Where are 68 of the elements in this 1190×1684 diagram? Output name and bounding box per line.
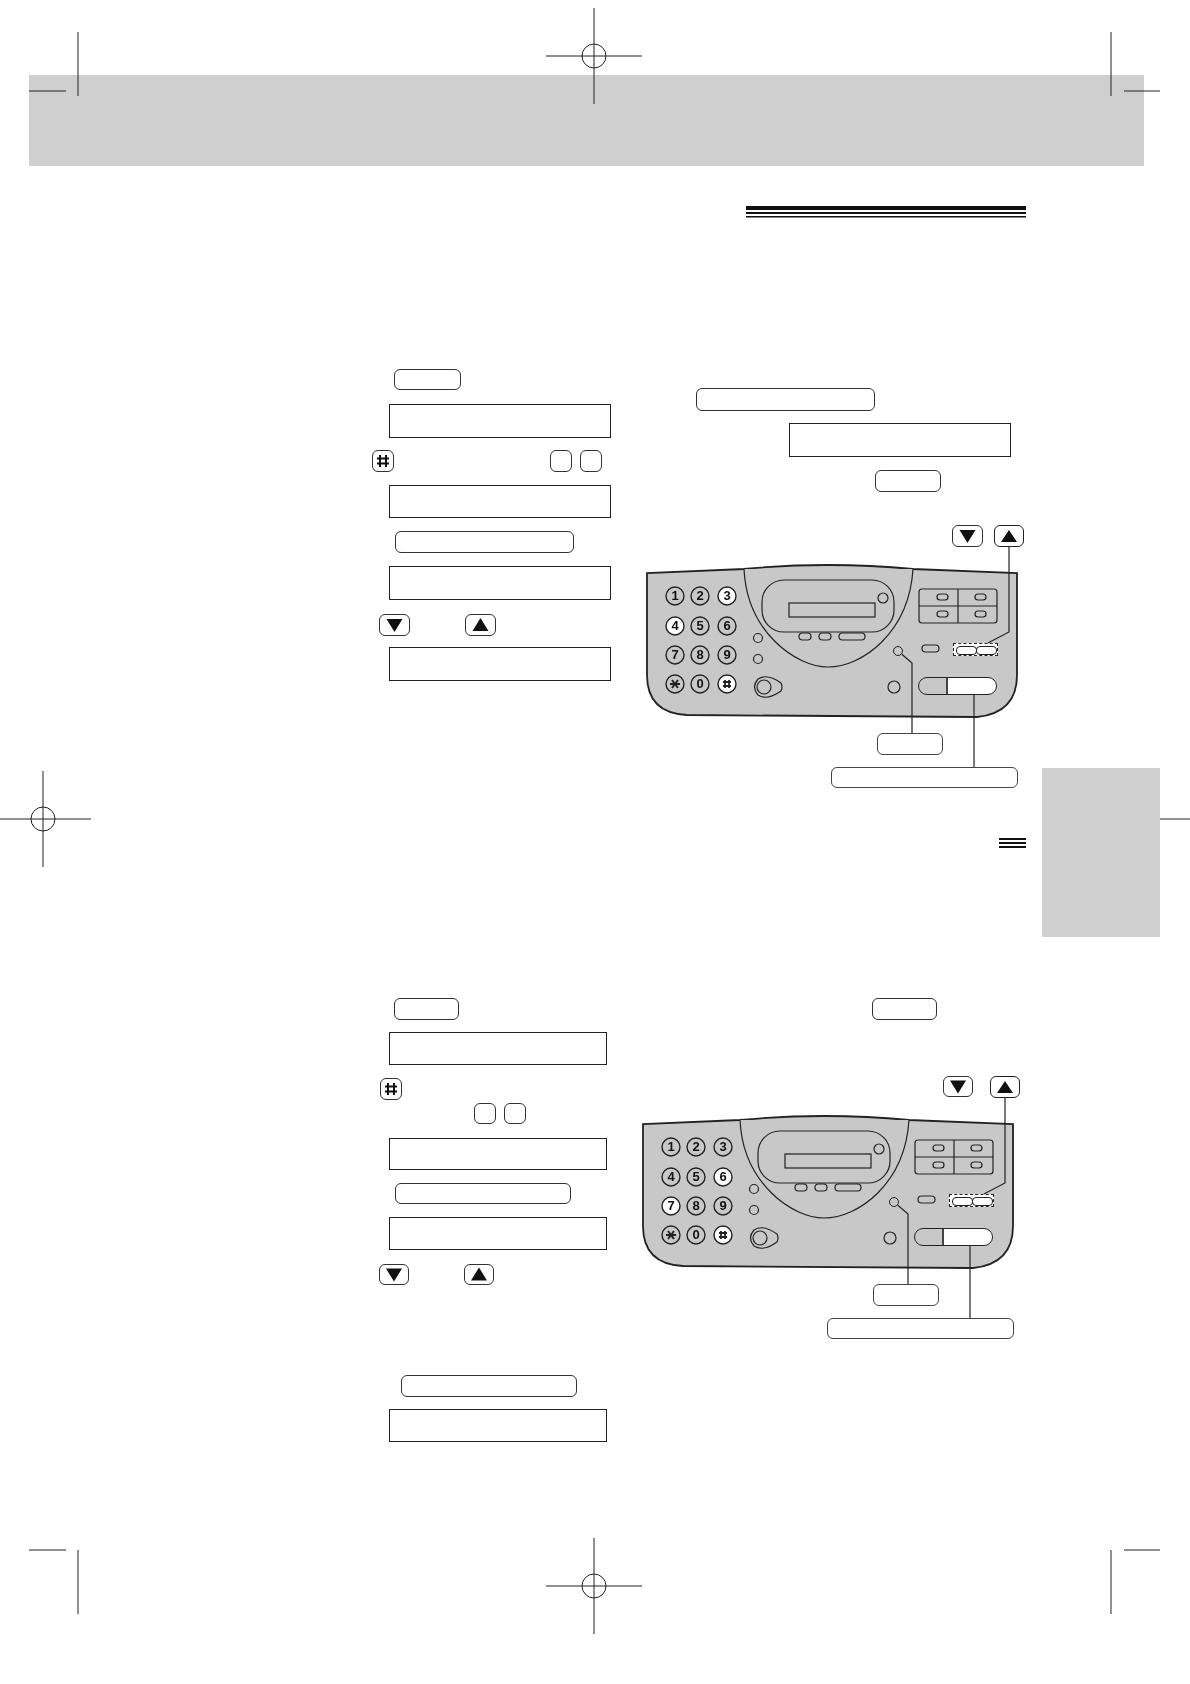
up-arrow-key-icon <box>464 1264 494 1285</box>
key-digit: 7 <box>666 1197 676 1215</box>
hash-key-icon <box>372 450 394 472</box>
key-digit: 0 <box>695 675 705 693</box>
button-label-box <box>831 767 1018 788</box>
button-label-box <box>873 1284 939 1306</box>
key-button <box>474 1103 496 1124</box>
key-digit: 4 <box>670 617 680 635</box>
key-button <box>394 369 461 390</box>
key-digit: 6 <box>722 617 732 635</box>
key-button <box>394 998 459 1020</box>
up-arrow-key-icon <box>994 525 1024 547</box>
down-arrow-key-icon <box>952 525 983 547</box>
lcd-display <box>389 566 611 600</box>
leader-line <box>973 694 975 768</box>
leader-line <box>901 653 913 734</box>
key-digit: 3 <box>722 587 732 605</box>
highlighted-button-pair <box>949 1194 994 1207</box>
highlighted-button-pair <box>953 643 998 656</box>
key-digit: 1 <box>670 587 680 605</box>
lcd-display <box>789 423 1011 457</box>
key-digit: 0 <box>691 1226 701 1244</box>
down-arrow-key-icon <box>943 1076 973 1097</box>
key-button <box>504 1103 526 1124</box>
button-label-box <box>827 1318 1014 1339</box>
button-label-box <box>877 733 943 755</box>
leader-line <box>969 1245 971 1319</box>
key-button <box>401 1375 577 1397</box>
lcd-display <box>389 485 611 518</box>
round-button <box>889 1197 899 1207</box>
leader-line <box>983 1097 1006 1195</box>
key-digit: 2 <box>695 587 705 605</box>
down-arrow-key-icon <box>379 1264 409 1285</box>
key-digit: 3 <box>718 1138 728 1156</box>
key-button <box>395 531 574 553</box>
up-arrow-key-icon <box>465 614 496 636</box>
lcd-display <box>389 404 611 438</box>
key-button <box>395 1183 571 1204</box>
key-button <box>696 388 875 411</box>
down-arrow-key-icon <box>379 614 410 636</box>
key-digit: 8 <box>691 1197 701 1215</box>
lcd-display <box>389 1032 607 1065</box>
key-digit: 1 <box>666 1138 676 1156</box>
start-button <box>918 677 997 695</box>
key-digit: 8 <box>695 646 705 664</box>
key-digit: 5 <box>691 1168 701 1186</box>
side-tab <box>1042 768 1160 937</box>
lcd-display <box>389 1138 607 1170</box>
key-button <box>875 470 941 492</box>
key-digit: 5 <box>695 617 705 635</box>
key-digit: 4 <box>666 1168 676 1186</box>
up-arrow-key-icon <box>990 1076 1020 1098</box>
key-digit: 6 <box>718 1168 728 1186</box>
lcd-display <box>389 647 611 681</box>
key-button <box>580 450 602 472</box>
round-button <box>893 646 903 656</box>
hash-key-icon <box>380 1078 402 1100</box>
key-button <box>872 998 937 1020</box>
leader-line <box>987 546 1010 644</box>
key-digit: 2 <box>691 1138 701 1156</box>
key-digit: 9 <box>722 646 732 664</box>
key-button <box>550 450 572 472</box>
key-digit: 9 <box>718 1197 728 1215</box>
lcd-display <box>389 1409 607 1442</box>
start-button <box>914 1228 993 1246</box>
leader-line <box>897 1204 909 1285</box>
key-digit: 7 <box>670 646 680 664</box>
lcd-display <box>389 1217 607 1250</box>
